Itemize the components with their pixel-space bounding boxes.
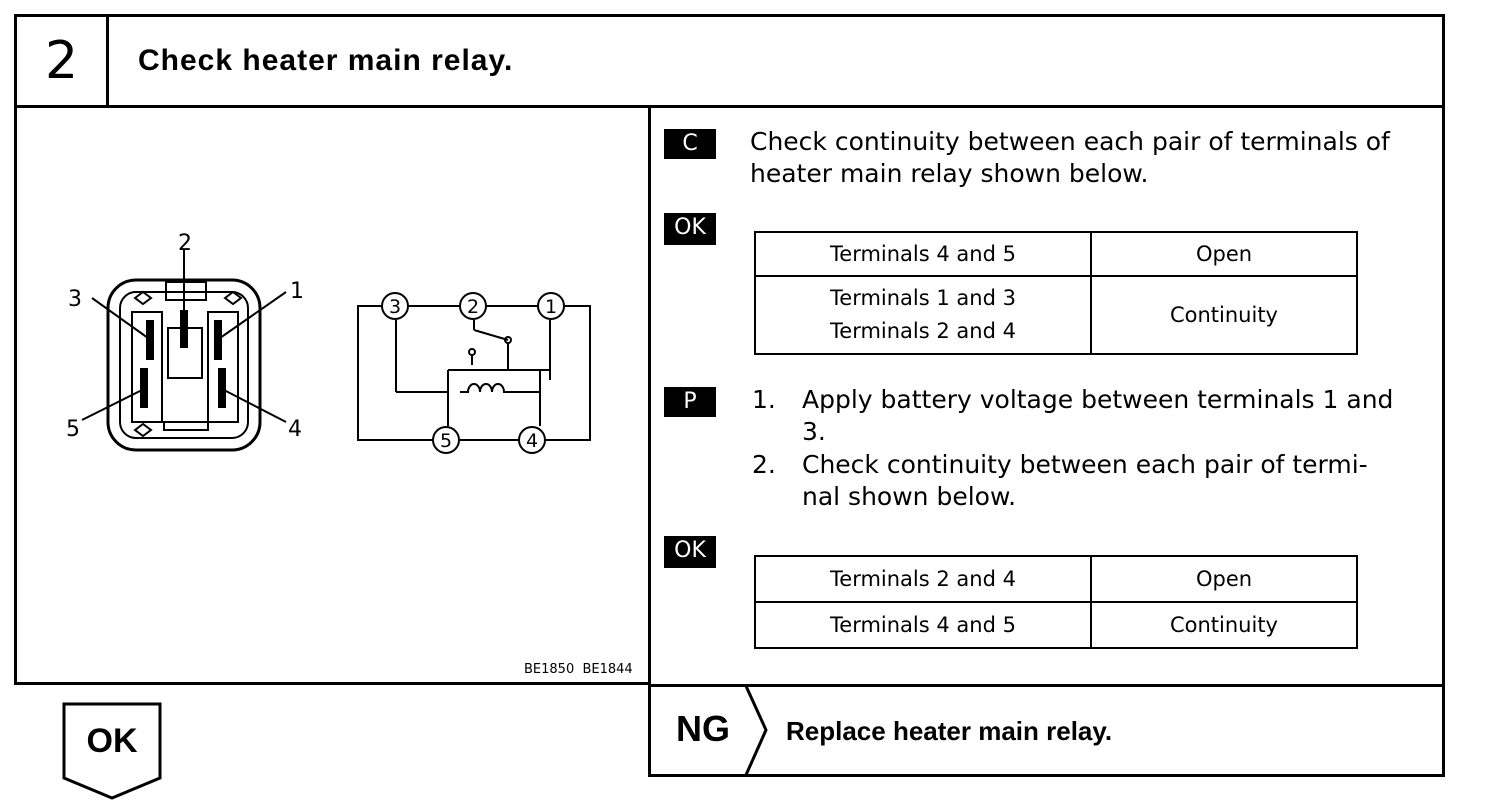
procedure-ok-tag: OK <box>664 536 716 568</box>
schem-pin-4: 4 <box>526 430 538 452</box>
relay-schematic <box>357 292 591 454</box>
relay-connector-drawing <box>81 250 287 452</box>
schem-pin-3: 3 <box>389 296 401 318</box>
pin-label-5: 5 <box>66 417 80 442</box>
schem-pin-1: 1 <box>545 296 557 318</box>
ng-box <box>648 684 1445 777</box>
procedure-result-table: Terminals 2 and 4 Open Terminals 4 and 5… <box>754 555 1358 649</box>
table-row: Terminals 2 and 4 Open <box>754 555 1358 603</box>
step-title: Check heater main relay. <box>138 44 514 77</box>
procedure-step-2-num: 2. <box>752 450 776 479</box>
terminals-cell: Terminals 2 and 4 <box>754 555 1092 603</box>
result-cell: Open <box>1090 231 1358 277</box>
ng-action: Replace heater main relay. <box>786 716 1113 746</box>
relay-figure: 2 3 1 5 4 3 2 1 5 4 <box>66 231 591 454</box>
result-cell: Continuity <box>1090 275 1358 355</box>
pin-label-1: 1 <box>290 279 304 304</box>
check-text-line2: heater main relay shown below. <box>750 159 1149 188</box>
schem-pin-5: 5 <box>440 430 452 452</box>
result-cell: Open <box>1090 555 1358 603</box>
terminals-cell: Terminals 4 and 5 <box>754 601 1092 649</box>
procedure-tag: P <box>664 387 716 417</box>
terminals-cell: Terminals 4 and 5 <box>754 231 1092 277</box>
step-header <box>14 14 1445 108</box>
terminals-line: Terminals 1 and 3 <box>830 286 1016 310</box>
terminals-cell: Terminals 1 and 3 Terminals 2 and 4 <box>754 275 1092 355</box>
pin-label-4: 4 <box>288 417 302 442</box>
terminals-line: Terminals 2 and 4 <box>830 319 1016 343</box>
procedure-step-2-line1: Check continuity between each pair of te… <box>802 450 1368 479</box>
pin-label-2: 2 <box>178 231 192 256</box>
schem-pin-2: 2 <box>467 296 479 318</box>
check-text-line1: Check continuity between each pair of te… <box>750 127 1390 156</box>
procedure-step-1-line1: Apply battery voltage between terminals … <box>802 385 1394 414</box>
table-row: Terminals 4 and 5 Open <box>754 231 1358 277</box>
check-tag: C <box>664 129 716 159</box>
figure-panel <box>14 105 651 685</box>
result-cell: Continuity <box>1090 601 1358 649</box>
pin-label-3: 3 <box>68 287 82 312</box>
ok-box-label: OK <box>86 722 138 760</box>
procedure-step-1-num: 1. <box>752 385 776 414</box>
check-result-table: Terminals 4 and 5 Open Terminals 1 and 3… <box>754 231 1358 355</box>
ng-label: NG <box>676 708 730 749</box>
content-panel <box>648 105 1445 685</box>
ng-chevron <box>744 685 768 776</box>
check-ok-tag: OK <box>664 213 716 245</box>
procedure-step-2-line2: nal shown below. <box>802 482 1017 511</box>
figure-code: BE1850 BE1844 <box>524 662 633 677</box>
table-row: Terminals 1 and 3 Terminals 2 and 4 Cont… <box>754 275 1358 355</box>
table-row: Terminals 4 and 5 Continuity <box>754 601 1358 649</box>
procedure-step-1-line2: 3. <box>802 417 826 446</box>
step-divider <box>106 14 109 108</box>
ok-box-shape <box>62 702 162 800</box>
step-number: 2 <box>44 31 79 91</box>
